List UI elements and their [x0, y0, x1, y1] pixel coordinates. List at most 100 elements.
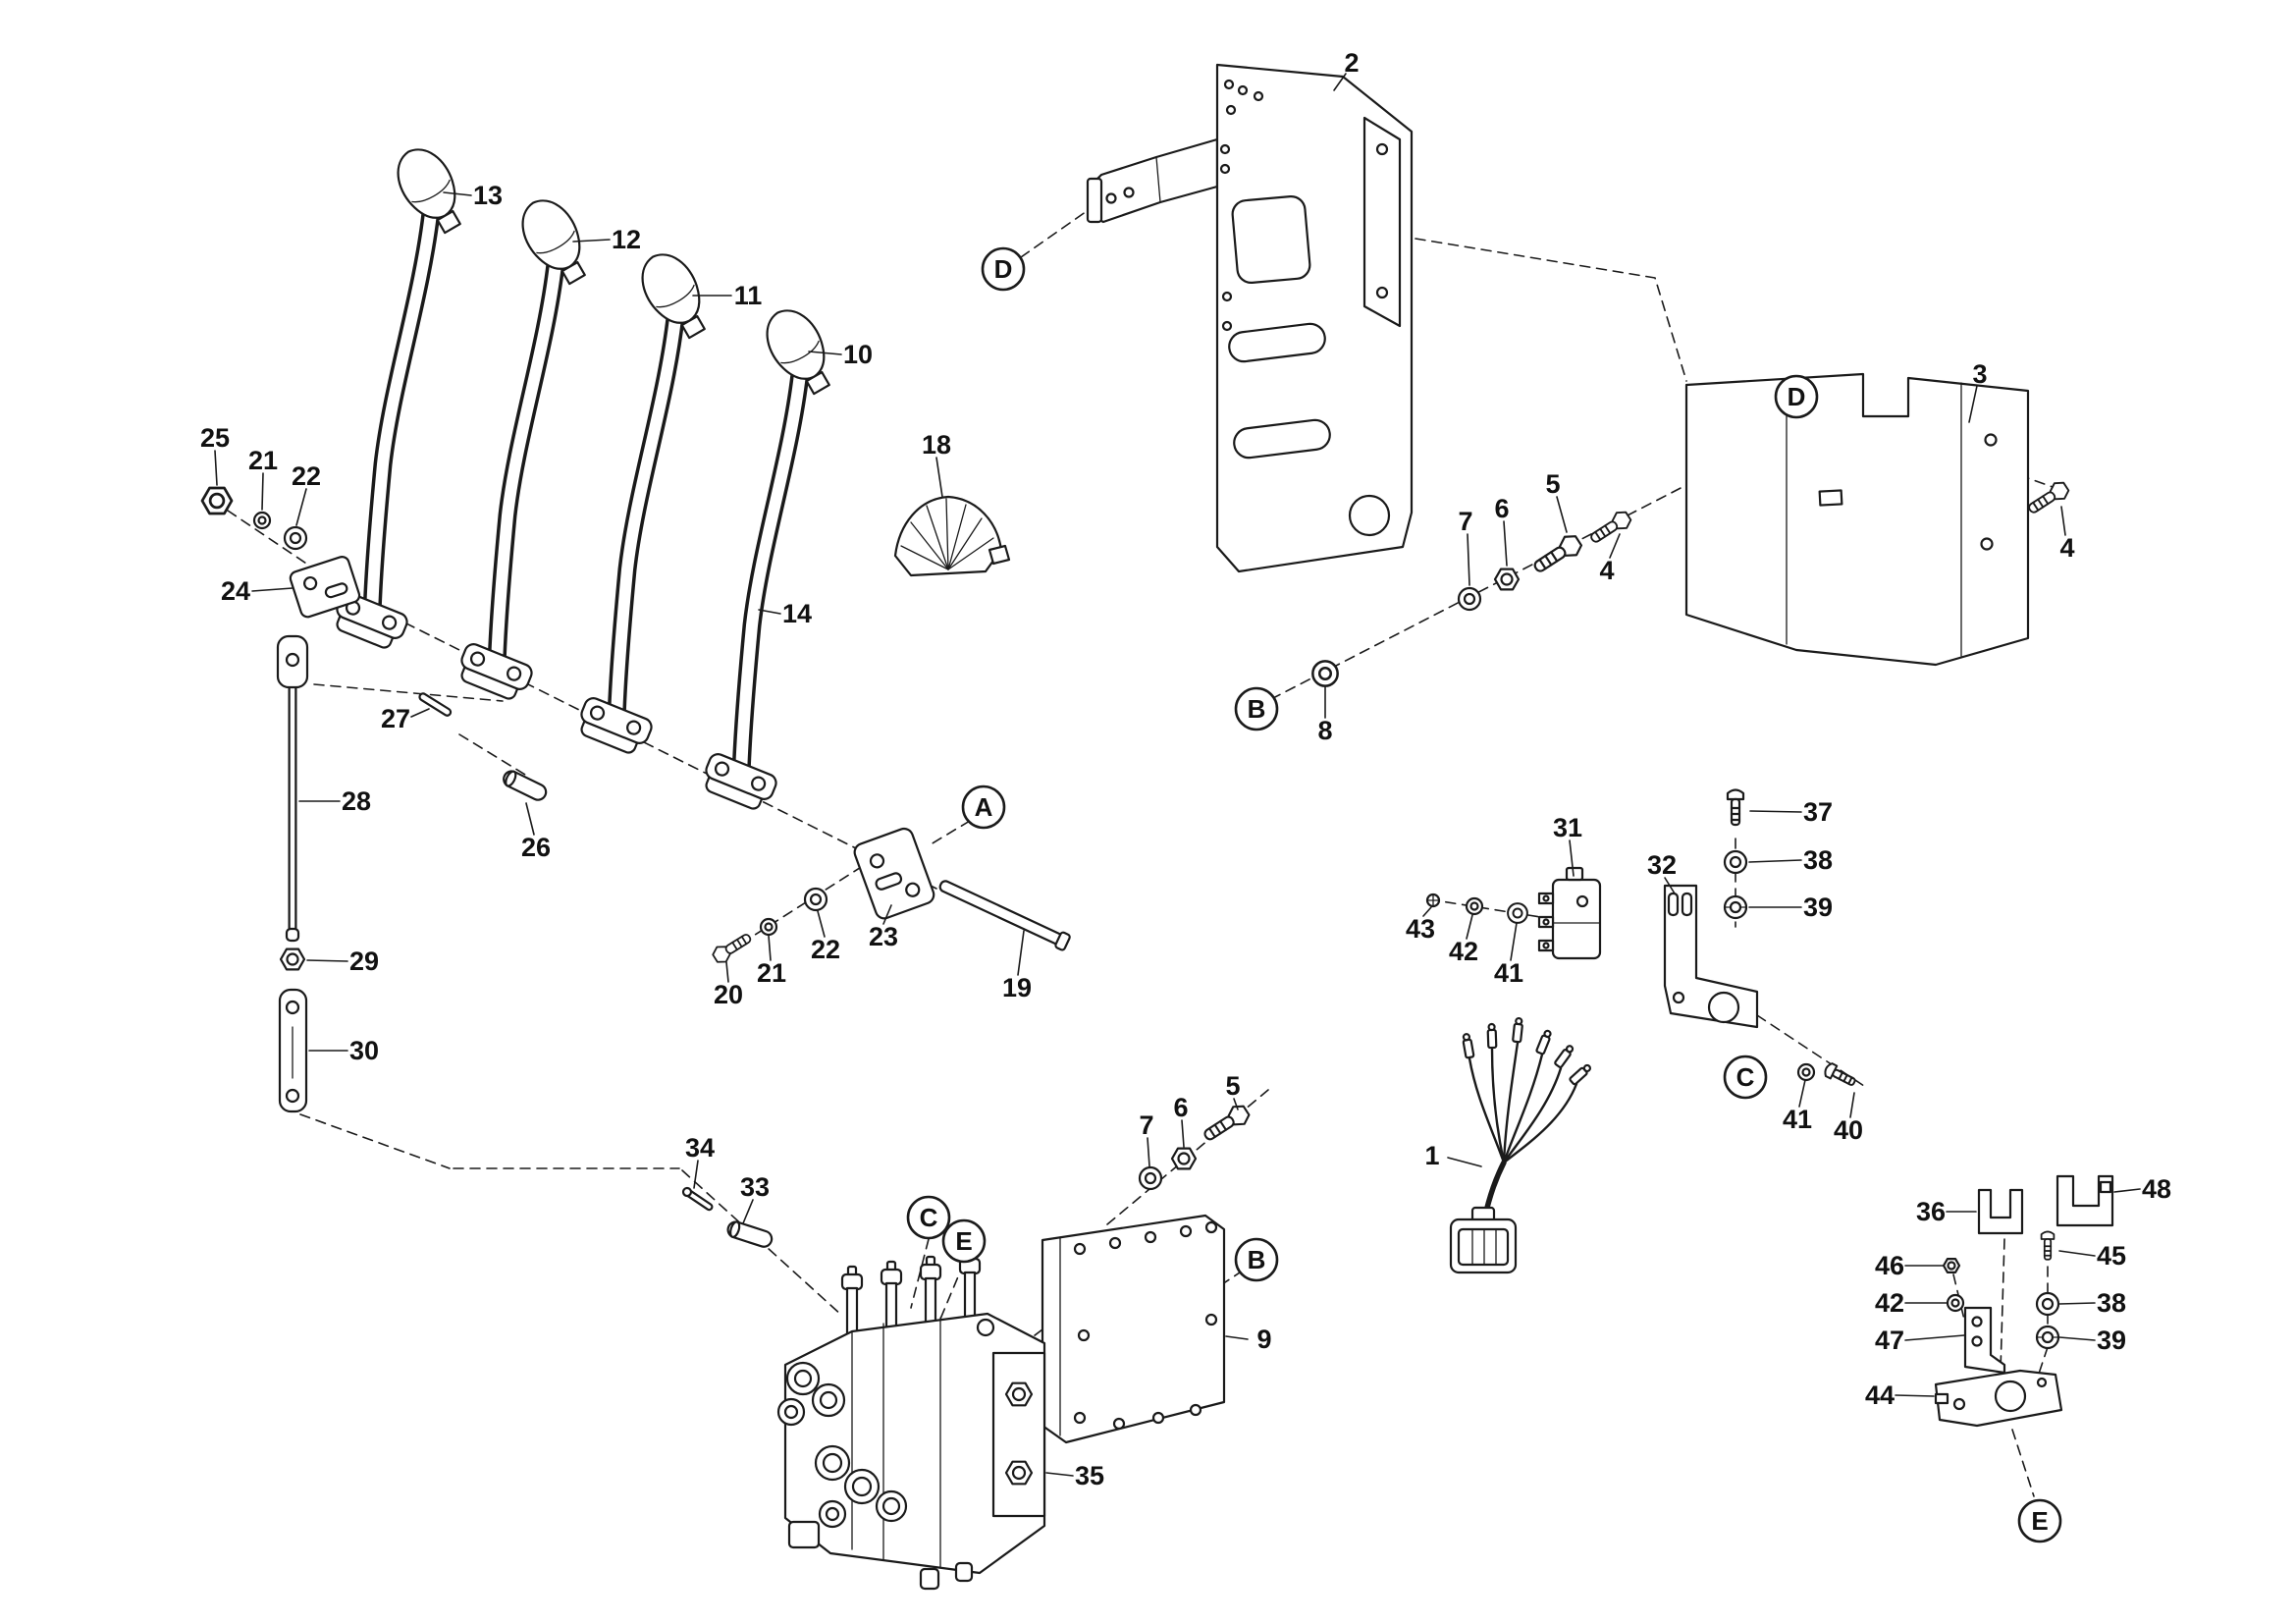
- svg-text:E: E: [2031, 1506, 2048, 1536]
- screw-40: [1822, 1060, 1859, 1091]
- leader-line-13: [443, 191, 472, 196]
- part-label-12: 12: [612, 225, 641, 254]
- ref-circle-C: C: [1723, 1055, 1768, 1100]
- leader-line-37: [1749, 810, 1802, 813]
- leader-line-23: [882, 904, 892, 925]
- part-label-45: 45: [2097, 1241, 2126, 1271]
- control-lever-10: [699, 300, 843, 814]
- part-label-20: 20: [714, 980, 743, 1009]
- leader-line-21: [768, 935, 772, 961]
- washer-22: [283, 525, 308, 551]
- ref-circle-D: D: [981, 246, 1026, 292]
- plate-23: [853, 827, 935, 920]
- leader-line-4: [2060, 506, 2066, 536]
- part-label-4: 4: [1599, 556, 1614, 585]
- part-label-39: 39: [2097, 1326, 2126, 1355]
- svg-text:E: E: [955, 1226, 972, 1256]
- part-label-7: 7: [1139, 1110, 1153, 1140]
- washer-7b: [1138, 1165, 1163, 1191]
- valve-spools: [840, 1249, 982, 1335]
- leader-line-3: [1968, 385, 1978, 423]
- leader-line-41: [1510, 922, 1518, 961]
- clamp-36: [1977, 1188, 2024, 1235]
- svg-text:C: C: [1736, 1062, 1755, 1092]
- leader-line-1: [1447, 1157, 1482, 1167]
- pin-34: [681, 1186, 714, 1212]
- screw-45: [2040, 1230, 2056, 1261]
- leader-line-35: [1045, 1472, 1074, 1477]
- part-number-labels: 1312111025212224182344567814272628293023…: [200, 48, 2171, 1490]
- part-label-7: 7: [1458, 507, 1472, 536]
- washer-42b: [1946, 1293, 1965, 1313]
- nut-25: [200, 486, 234, 515]
- part-label-35: 35: [1075, 1461, 1104, 1490]
- washer-21: [252, 511, 272, 530]
- part-label-29: 29: [349, 947, 379, 976]
- washer-41b: [1796, 1062, 1816, 1082]
- svg-text:D: D: [994, 254, 1013, 284]
- screw-43: [1425, 893, 1441, 908]
- leader-line-19: [1017, 930, 1025, 976]
- leader-line-21: [261, 472, 264, 511]
- part-label-46: 46: [1875, 1251, 1904, 1280]
- leader-line-39: [2058, 1336, 2096, 1341]
- part-label-13: 13: [473, 181, 503, 210]
- part-label-18: 18: [922, 430, 951, 460]
- harness-terminals: [1462, 1016, 1592, 1086]
- rod-19: [938, 880, 1071, 951]
- leader-line-42: [1466, 914, 1473, 940]
- part-label-11: 11: [734, 281, 763, 310]
- leader-line-34: [693, 1160, 699, 1189]
- washer-42: [1465, 896, 1484, 916]
- leader-line-22: [817, 910, 826, 938]
- part-label-26: 26: [521, 833, 551, 862]
- washer-22b: [803, 887, 828, 912]
- leader-line-26: [525, 802, 535, 836]
- leader-line-14: [758, 609, 781, 615]
- plate-24: [289, 556, 361, 619]
- leader-line-43: [1422, 906, 1432, 917]
- leader-line-24: [251, 587, 294, 592]
- plate-44: [1934, 1369, 2063, 1428]
- cover-3: [1684, 372, 2030, 667]
- pin-27: [418, 692, 453, 717]
- svg-text:B: B: [1248, 1245, 1266, 1274]
- strap-30: [278, 988, 308, 1113]
- plate-9: [1041, 1214, 1226, 1444]
- nut-29: [279, 947, 306, 971]
- leader-line-10: [808, 351, 842, 355]
- part-label-38: 38: [1803, 845, 1833, 875]
- part-label-48: 48: [2142, 1174, 2171, 1204]
- leader-line-12: [572, 239, 611, 243]
- leader-line-6: [1503, 520, 1508, 567]
- part-label-6: 6: [1173, 1093, 1188, 1122]
- ref-circle-E: E: [941, 1218, 987, 1264]
- part-label-36: 36: [1916, 1197, 1946, 1226]
- part-label-42: 42: [1449, 937, 1478, 966]
- part-label-14: 14: [782, 599, 812, 628]
- ref-circle-A: A: [961, 785, 1006, 830]
- part-label-24: 24: [221, 576, 250, 606]
- part-label-8: 8: [1317, 716, 1332, 745]
- bracket-47: [1963, 1306, 2006, 1375]
- leader-line-9: [1225, 1335, 1249, 1340]
- ref-circle-B: B: [1234, 1237, 1279, 1282]
- part-label-21: 21: [248, 446, 278, 475]
- washer-39: [1723, 894, 1748, 920]
- leader-line-32: [1664, 877, 1676, 894]
- washer-7: [1457, 586, 1482, 612]
- part-label-22: 22: [292, 461, 321, 491]
- nut-6b: [1170, 1147, 1198, 1170]
- part-label-39: 39: [1803, 893, 1833, 922]
- screw-37: [1726, 788, 1745, 827]
- control-valve-35: [776, 1249, 1046, 1591]
- clamp-48: [2056, 1174, 2114, 1227]
- control-lever-12: [454, 190, 599, 704]
- part-label-10: 10: [843, 340, 873, 369]
- svg-text:C: C: [920, 1203, 938, 1232]
- leader-line-18: [935, 457, 943, 498]
- part-label-3: 3: [1972, 359, 1987, 389]
